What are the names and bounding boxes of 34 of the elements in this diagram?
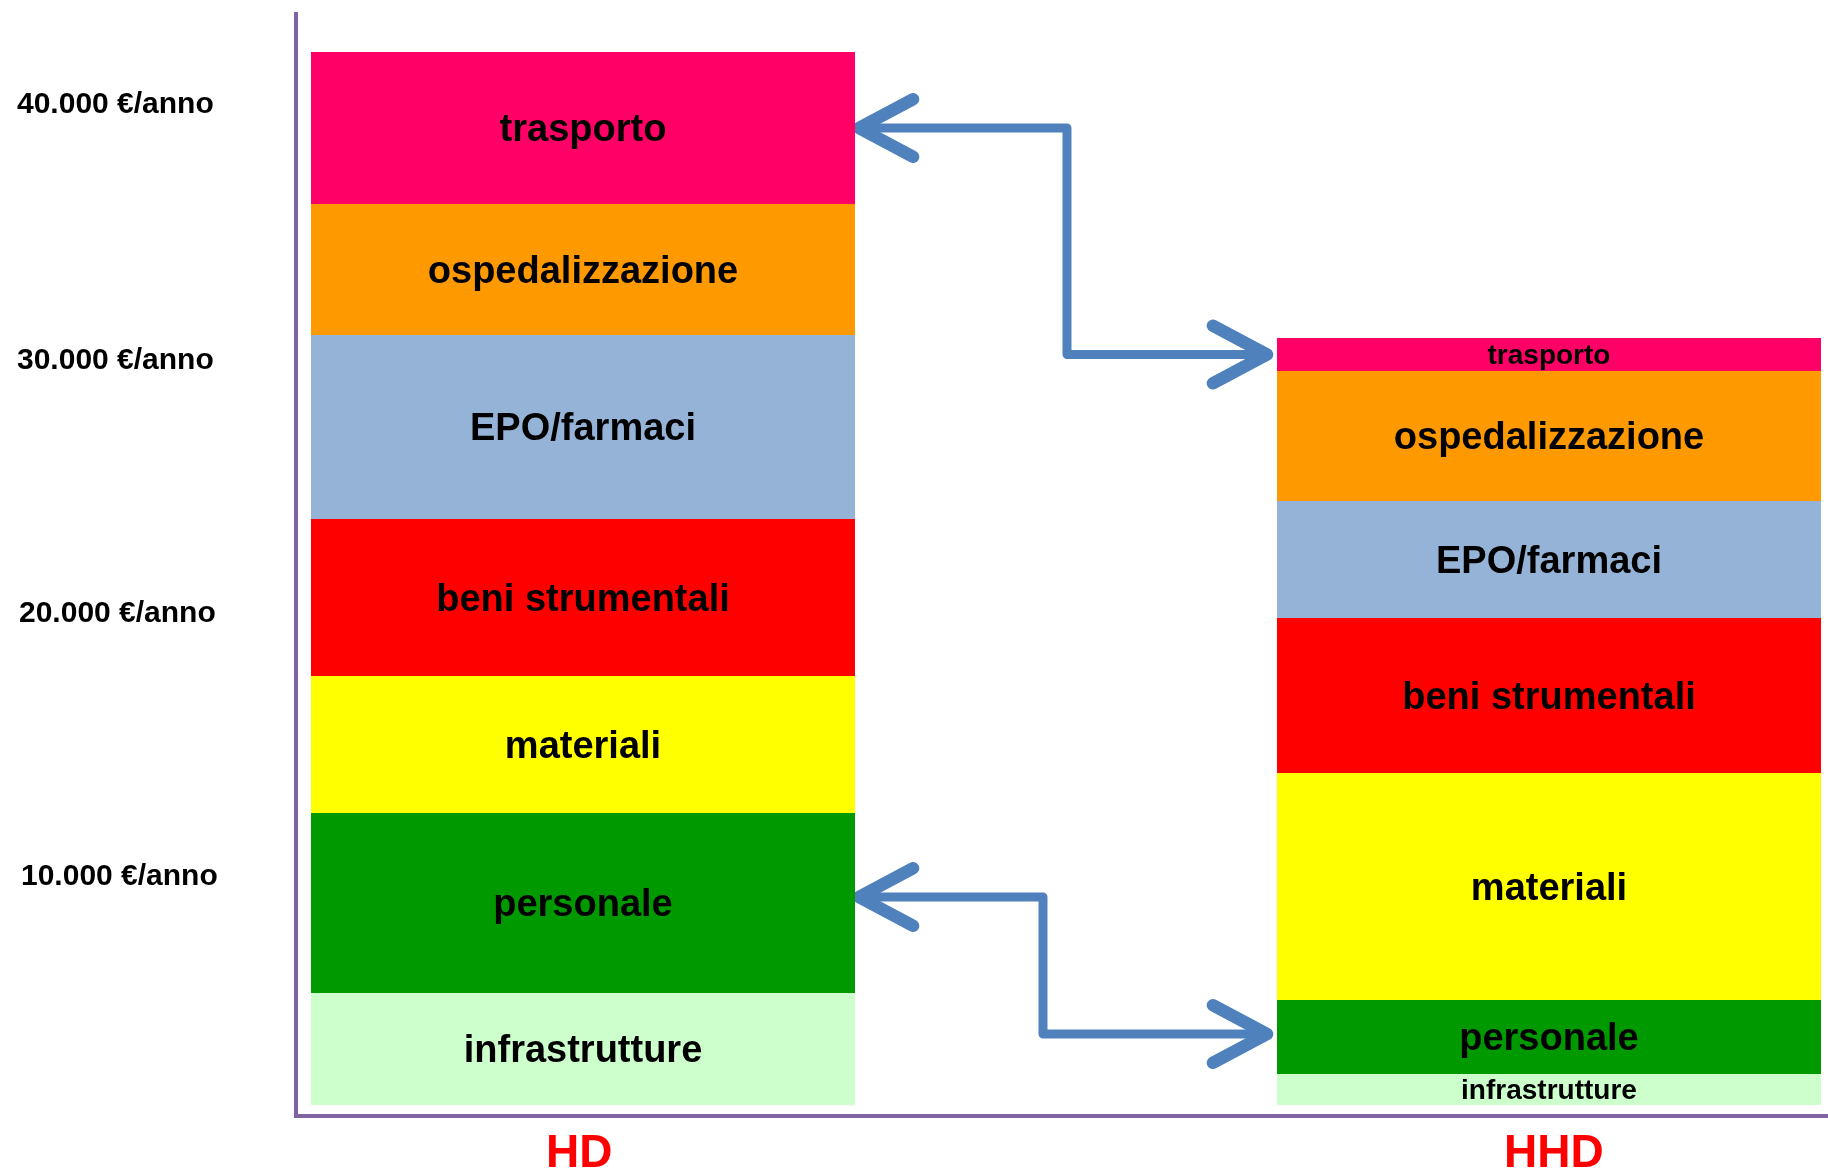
cost-segment [1277,338,1821,371]
cost-segment [1277,773,1821,1000]
segment-label: personale [1459,1018,1639,1056]
cost-segment [1277,618,1821,773]
segment-label: EPO/farmaci [1436,540,1662,579]
segment-label: ospedalizzazione [1393,417,1705,455]
segment-label: personale [493,884,673,922]
axis-tick-label: 30.000 €/anno [17,344,214,374]
cost-segment [311,52,855,204]
segment-label: trasporto [499,109,667,147]
segment-label: beni strumentali [1402,676,1696,715]
segment-label: beni strumentali [436,578,730,617]
axis-tick-label: 40.000 €/anno [17,88,214,118]
axis-tick-label: 10.000 €/anno [21,860,218,890]
segment-label: infrastrutture [1461,1075,1637,1104]
cost-segment [1277,371,1821,501]
cost-segment [311,335,855,519]
bar-label: HHD [1504,1128,1604,1174]
segment-label: infrastrutture [463,1030,703,1068]
cost-segment [311,676,855,813]
bar-label: HD [546,1128,613,1174]
segment-label: ospedalizzazione [427,250,739,289]
segment-label: EPO/farmaci [470,408,696,446]
segment-label: trasporto [1487,340,1611,369]
cost-segment [1277,1074,1821,1105]
cost-segment [311,813,855,993]
segment-label: materiali [504,725,662,764]
segment-label: materiali [1470,867,1628,906]
cost-segment [311,204,855,335]
cost-segment [1277,501,1821,618]
cost-segment [311,993,855,1105]
cost-segment [311,519,855,676]
axis-tick-label: 20.000 €/anno [19,597,216,627]
cost-segment [1277,1000,1821,1074]
